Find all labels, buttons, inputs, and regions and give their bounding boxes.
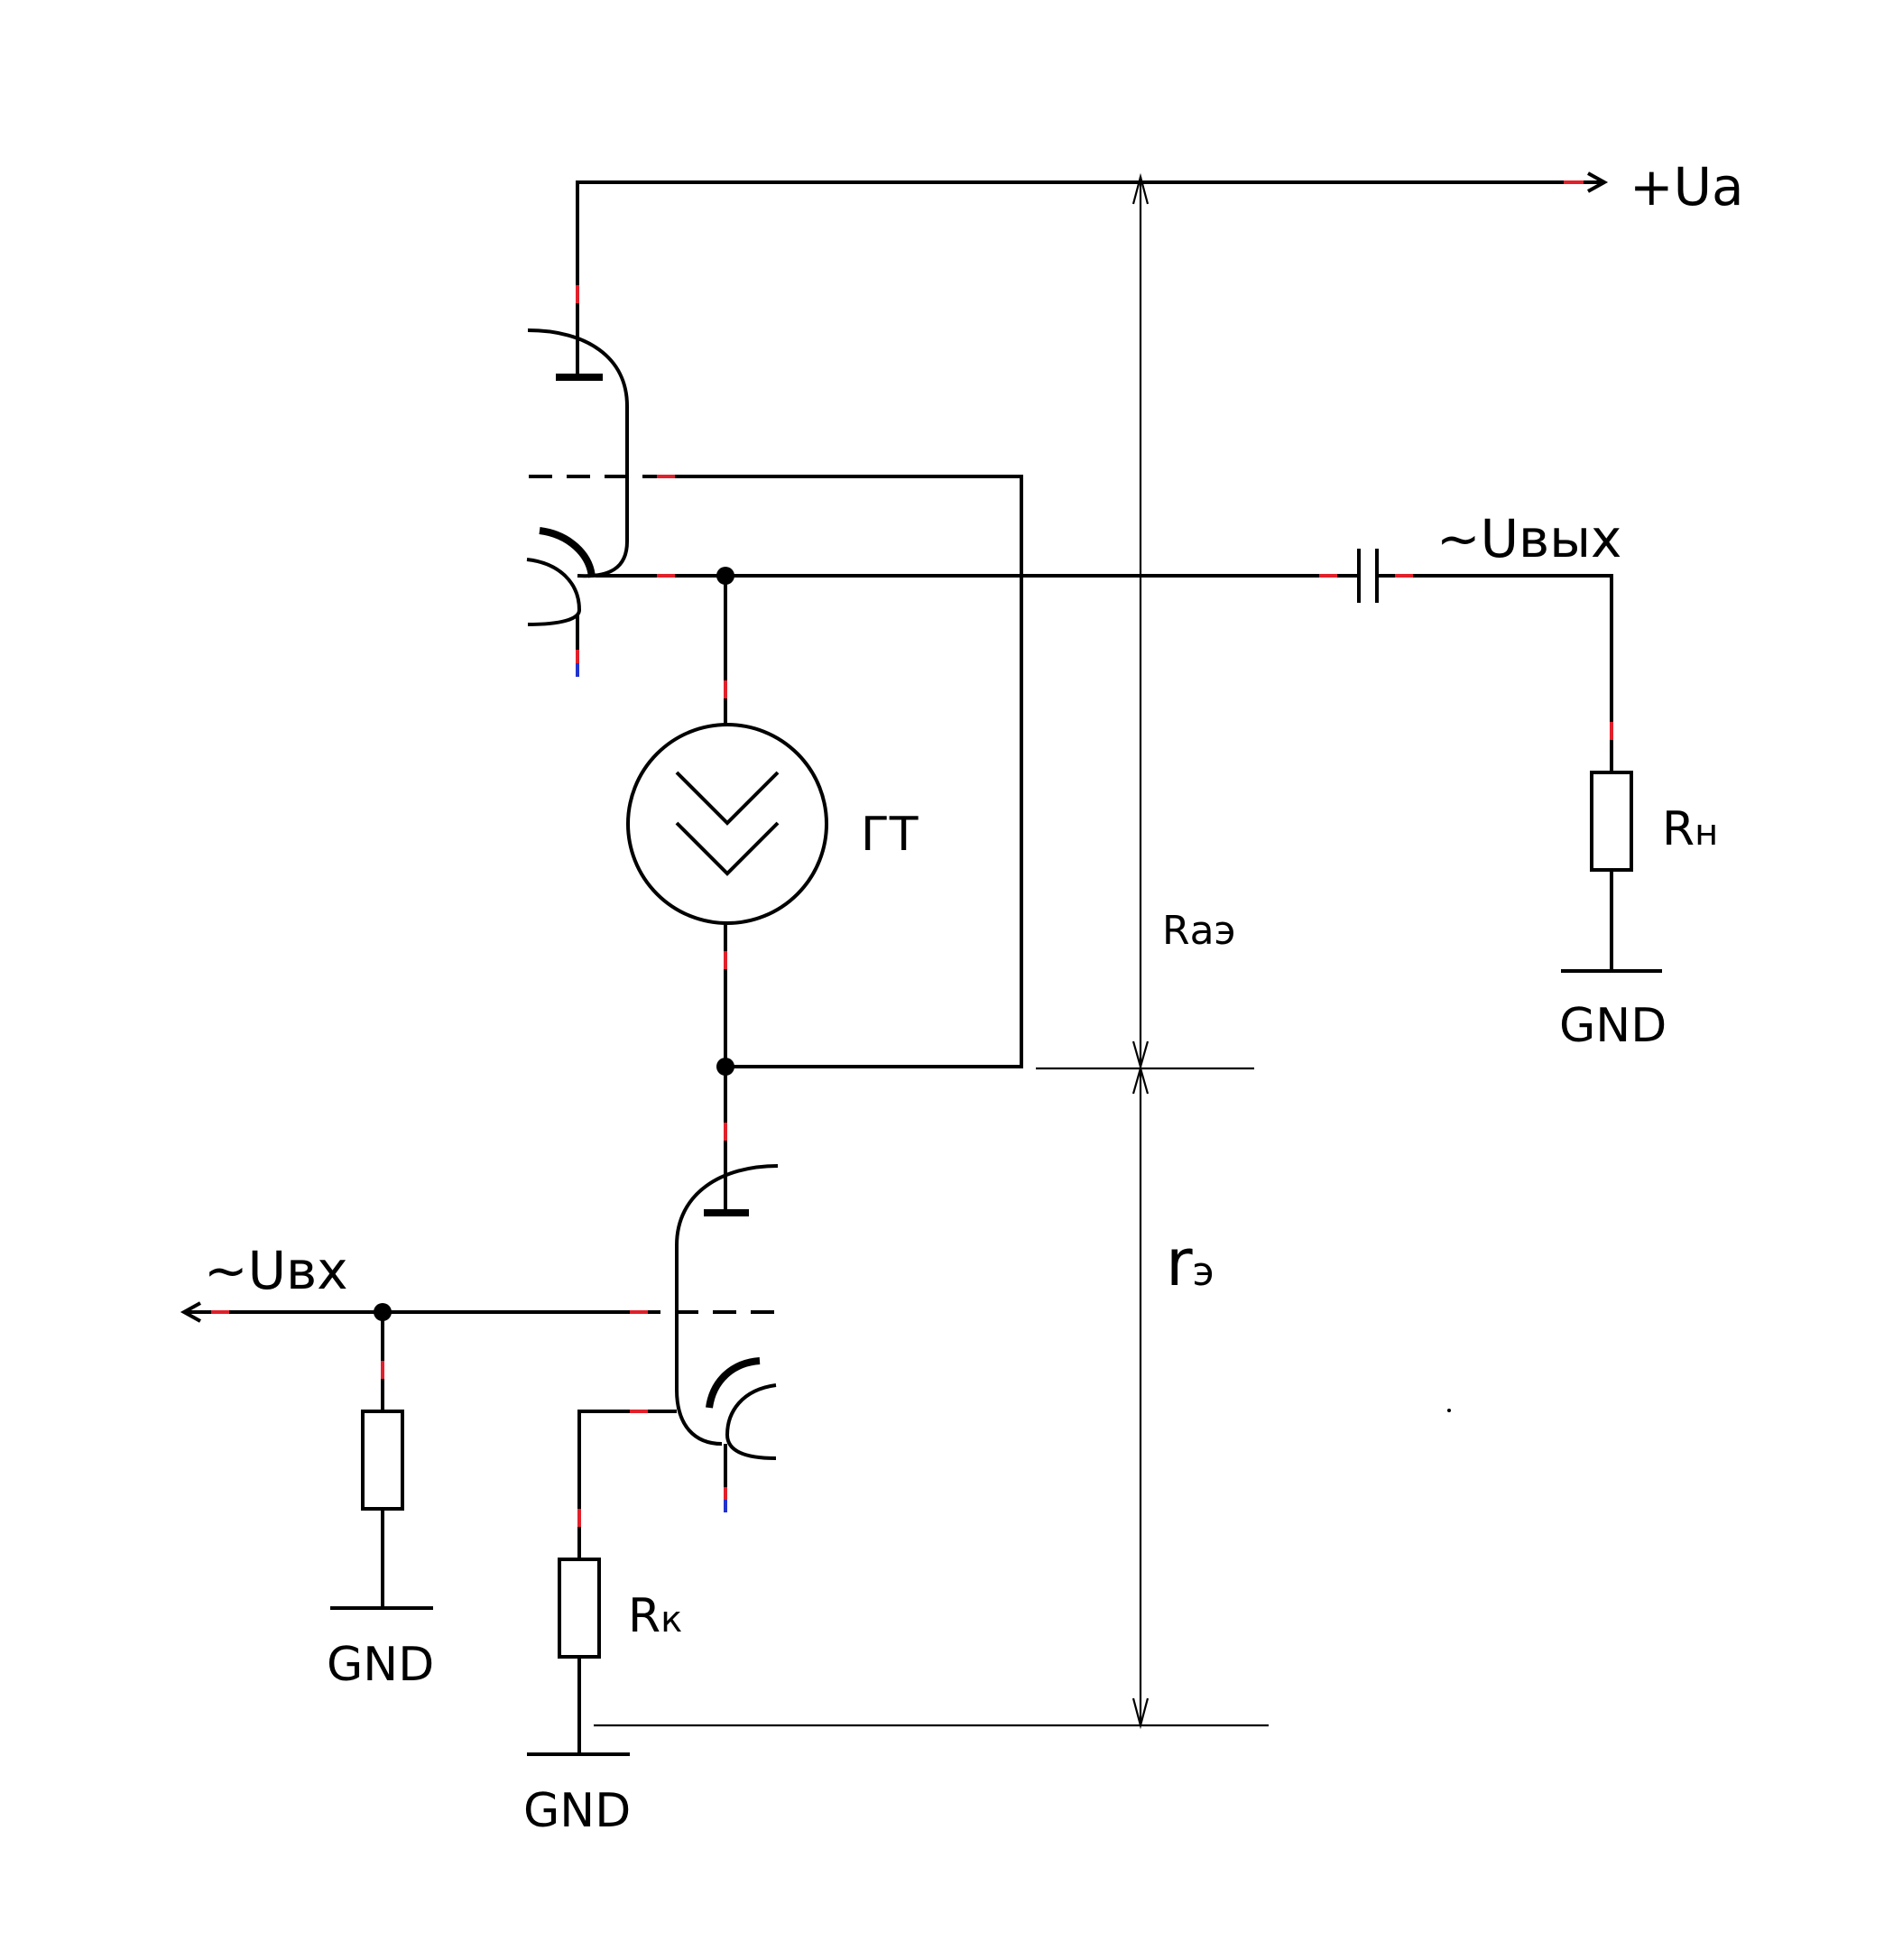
gnd-load-label: GND [1559, 999, 1667, 1053]
load-resistor [1561, 771, 1662, 973]
grid-feedback-wire [659, 475, 1023, 1068]
cathode-resistor-label: Rк [628, 1589, 682, 1643]
input-wire [180, 1301, 648, 1323]
emitter-resistance-label: rэ [1166, 1225, 1214, 1300]
lower-triode [637, 1067, 781, 1512]
supply-label: +Ua [1630, 156, 1744, 217]
supply-rail [576, 171, 1609, 379]
gnd-cathode-label: GND [523, 1784, 631, 1838]
upper-triode [526, 328, 659, 677]
coupling-capacitor [1357, 549, 1613, 772]
gnd-input-label: GND [327, 1638, 434, 1692]
current-source-label: ГТ [861, 808, 919, 862]
current-source [626, 576, 828, 1067]
input-label: ~Uвх [204, 1240, 348, 1301]
load-resistor-label: Rн [1662, 802, 1718, 856]
cathode-resistor [527, 1410, 677, 1756]
grid-resistor [330, 1312, 433, 1610]
anode-emitter-resistance-label: Rаэ [1162, 908, 1236, 954]
stray-dot [1447, 1409, 1451, 1412]
output-label: ~Uвых [1436, 508, 1621, 569]
dimension-lines [594, 172, 1269, 1730]
